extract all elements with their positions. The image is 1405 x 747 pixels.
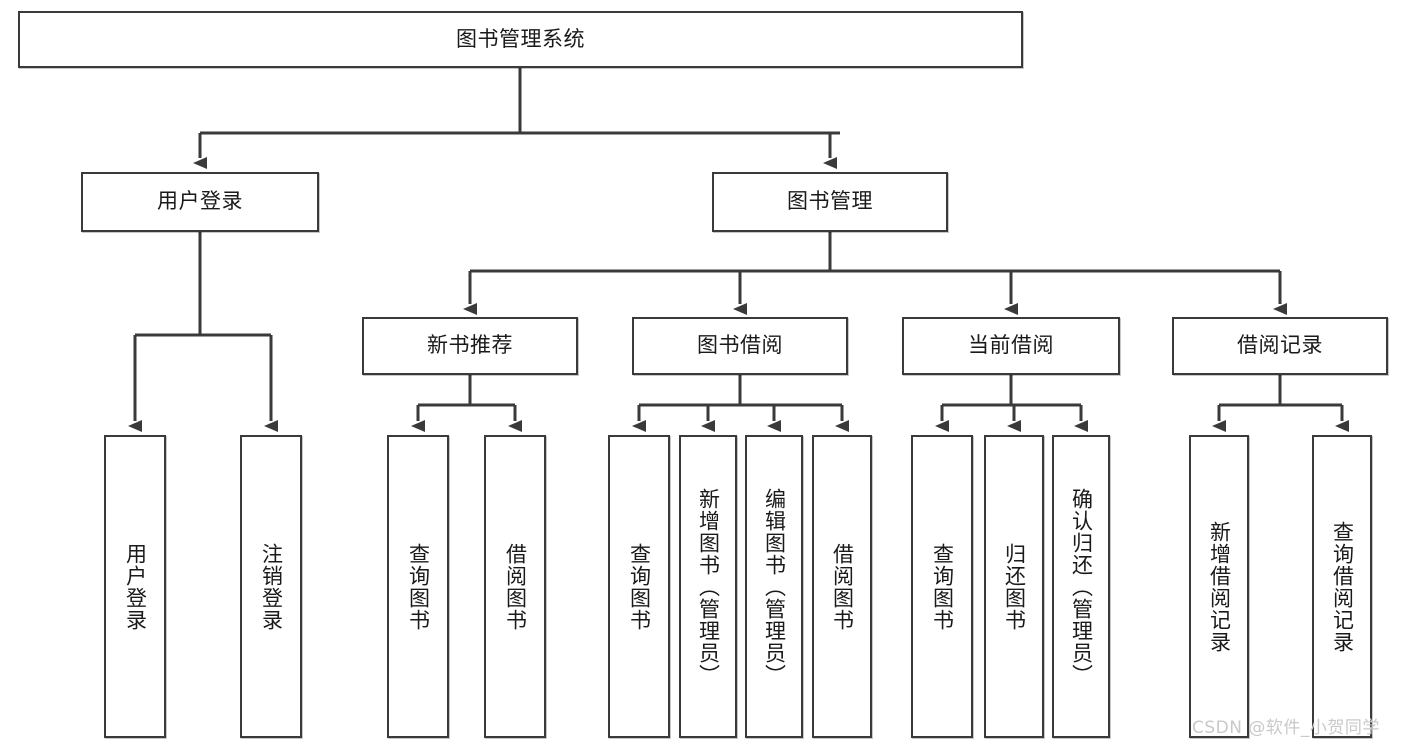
node-borrow-record[interactable]: 借阅记录: [1172, 317, 1388, 375]
node-book-borrow[interactable]: 图书借阅: [632, 317, 848, 375]
watermark-text: CSDN @软件_小贺同学: [1192, 718, 1380, 738]
leaf-node-label: 新增借阅记录: [1207, 520, 1232, 653]
leaf-node-label: 查询图书: [930, 542, 955, 631]
node-current-borrow[interactable]: 当前借阅: [902, 317, 1120, 375]
node-root[interactable]: 图书管理系统: [18, 11, 1023, 68]
node-new-book-recommend[interactable]: 新书推荐: [362, 317, 578, 375]
leaf-node[interactable]: 编辑图书（管理员）: [745, 435, 803, 738]
leaf-node-label: 编辑图书（管理员）: [762, 487, 787, 686]
node-user-login-label: 用户登录: [157, 189, 243, 214]
node-root-label: 图书管理系统: [456, 26, 585, 51]
leaf-node-label: 查询图书: [406, 542, 431, 631]
leaf-node[interactable]: 新增借阅记录: [1189, 435, 1249, 738]
leaf-node-label: 借阅图书: [503, 542, 528, 631]
leaf-node-label: 确认归还（管理员）: [1069, 487, 1094, 686]
leaf-node[interactable]: 查询借阅记录: [1312, 435, 1372, 738]
leaf-node-label: 查询图书: [627, 542, 652, 631]
leaf-node[interactable]: 用户登录: [104, 435, 166, 738]
node-user-login[interactable]: 用户登录: [81, 172, 319, 232]
leaf-node-label: 用户登录: [123, 542, 148, 631]
node-book-borrow-label: 图书借阅: [697, 333, 783, 358]
leaf-node[interactable]: 新增图书（管理员）: [679, 435, 737, 738]
node-borrow-record-label: 借阅记录: [1237, 333, 1323, 358]
leaf-node[interactable]: 查询图书: [608, 435, 670, 738]
leaf-node[interactable]: 借阅图书: [812, 435, 872, 738]
leaf-node[interactable]: 借阅图书: [484, 435, 546, 738]
leaf-node-label: 注销登录: [259, 542, 284, 631]
node-book-management[interactable]: 图书管理: [712, 172, 948, 232]
node-new-book-recommend-label: 新书推荐: [427, 333, 513, 358]
leaf-node[interactable]: 查询图书: [911, 435, 973, 738]
leaf-node-label: 查询借阅记录: [1330, 520, 1355, 653]
leaf-node[interactable]: 确认归还（管理员）: [1052, 435, 1110, 738]
leaf-node[interactable]: 查询图书: [387, 435, 449, 738]
node-book-management-label: 图书管理: [787, 189, 873, 214]
node-current-borrow-label: 当前借阅: [968, 333, 1054, 358]
leaf-node[interactable]: 归还图书: [984, 435, 1044, 738]
leaf-node-label: 借阅图书: [830, 542, 855, 631]
leaf-node-label: 新增图书（管理员）: [696, 487, 721, 686]
leaf-node[interactable]: 注销登录: [240, 435, 302, 738]
leaf-node-label: 归还图书: [1002, 542, 1027, 631]
